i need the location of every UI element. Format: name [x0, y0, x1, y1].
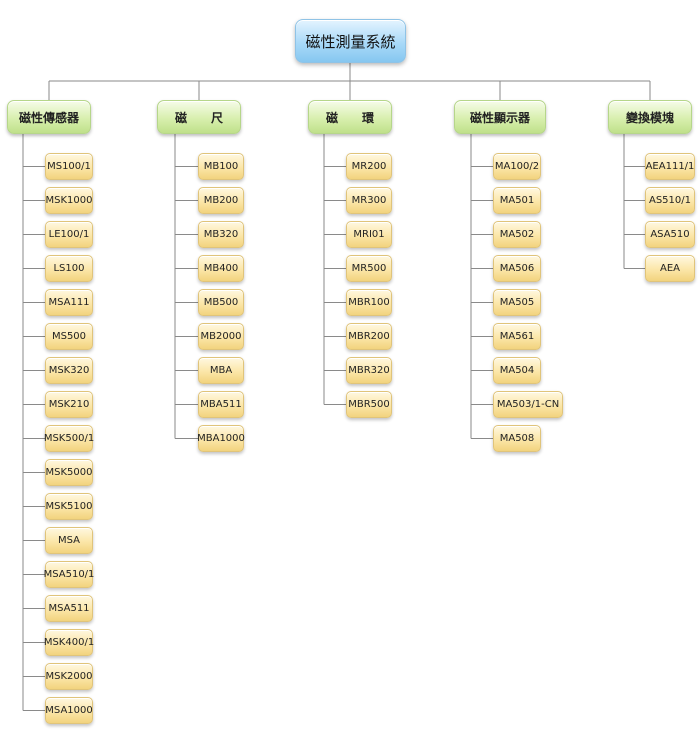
- product-node: MSK5000: [45, 459, 93, 486]
- product-node: MA561: [493, 323, 541, 350]
- product-node: MSA510/1: [44, 561, 94, 588]
- product-node: MS100/1: [45, 153, 93, 180]
- product-node: LS100: [45, 255, 93, 282]
- product-node: MB320: [198, 221, 244, 248]
- product-node: MSA1000: [45, 697, 93, 724]
- category-node: 變換模塊: [608, 100, 692, 134]
- product-node: MSK2000: [45, 663, 93, 690]
- product-node: MBA1000: [197, 425, 245, 452]
- product-node: MBR320: [346, 357, 392, 384]
- product-node: MR300: [346, 187, 392, 214]
- product-node: MBA511: [198, 391, 244, 418]
- product-node: MB200: [198, 187, 244, 214]
- product-node: AEA: [645, 255, 695, 282]
- product-node: MSK320: [45, 357, 93, 384]
- product-node: ASA510: [645, 221, 695, 248]
- product-node: MA506: [493, 255, 541, 282]
- product-node: MA504: [493, 357, 541, 384]
- product-node: MB400: [198, 255, 244, 282]
- product-node: MA502: [493, 221, 541, 248]
- product-node: MSK210: [45, 391, 93, 418]
- product-node: MSK400/1: [44, 629, 94, 656]
- product-node: MB100: [198, 153, 244, 180]
- product-node: MA100/2: [493, 153, 541, 180]
- product-node: MSA111: [45, 289, 93, 316]
- product-node: MSA511: [45, 595, 93, 622]
- product-node: MR200: [346, 153, 392, 180]
- category-node: 磁性顯示器: [454, 100, 546, 134]
- product-node: MBR500: [346, 391, 392, 418]
- product-node: MSK1000: [45, 187, 93, 214]
- product-node: LE100/1: [45, 221, 93, 248]
- root-node: 磁性測量系統: [295, 19, 406, 63]
- category-node: 磁 尺: [157, 100, 241, 134]
- product-node: MSK500/1: [44, 425, 94, 452]
- product-node: MR500: [346, 255, 392, 282]
- product-node: MBR100: [346, 289, 392, 316]
- product-node: MB500: [198, 289, 244, 316]
- product-node: MA505: [493, 289, 541, 316]
- product-node: MBA: [198, 357, 244, 384]
- product-node: MRI01: [346, 221, 392, 248]
- product-node: AEA111/1: [645, 153, 695, 180]
- product-node: MA503/1-CN: [493, 391, 563, 418]
- category-node: 磁性傳感器: [7, 100, 91, 134]
- product-node: MA501: [493, 187, 541, 214]
- product-node: MSA: [45, 527, 93, 554]
- category-node: 磁 環: [308, 100, 392, 134]
- product-node: AS510/1: [645, 187, 695, 214]
- product-node: MBR200: [346, 323, 392, 350]
- product-node: MS500: [45, 323, 93, 350]
- product-node: MA508: [493, 425, 541, 452]
- product-node: MSK5100: [45, 493, 93, 520]
- product-node: MB2000: [198, 323, 244, 350]
